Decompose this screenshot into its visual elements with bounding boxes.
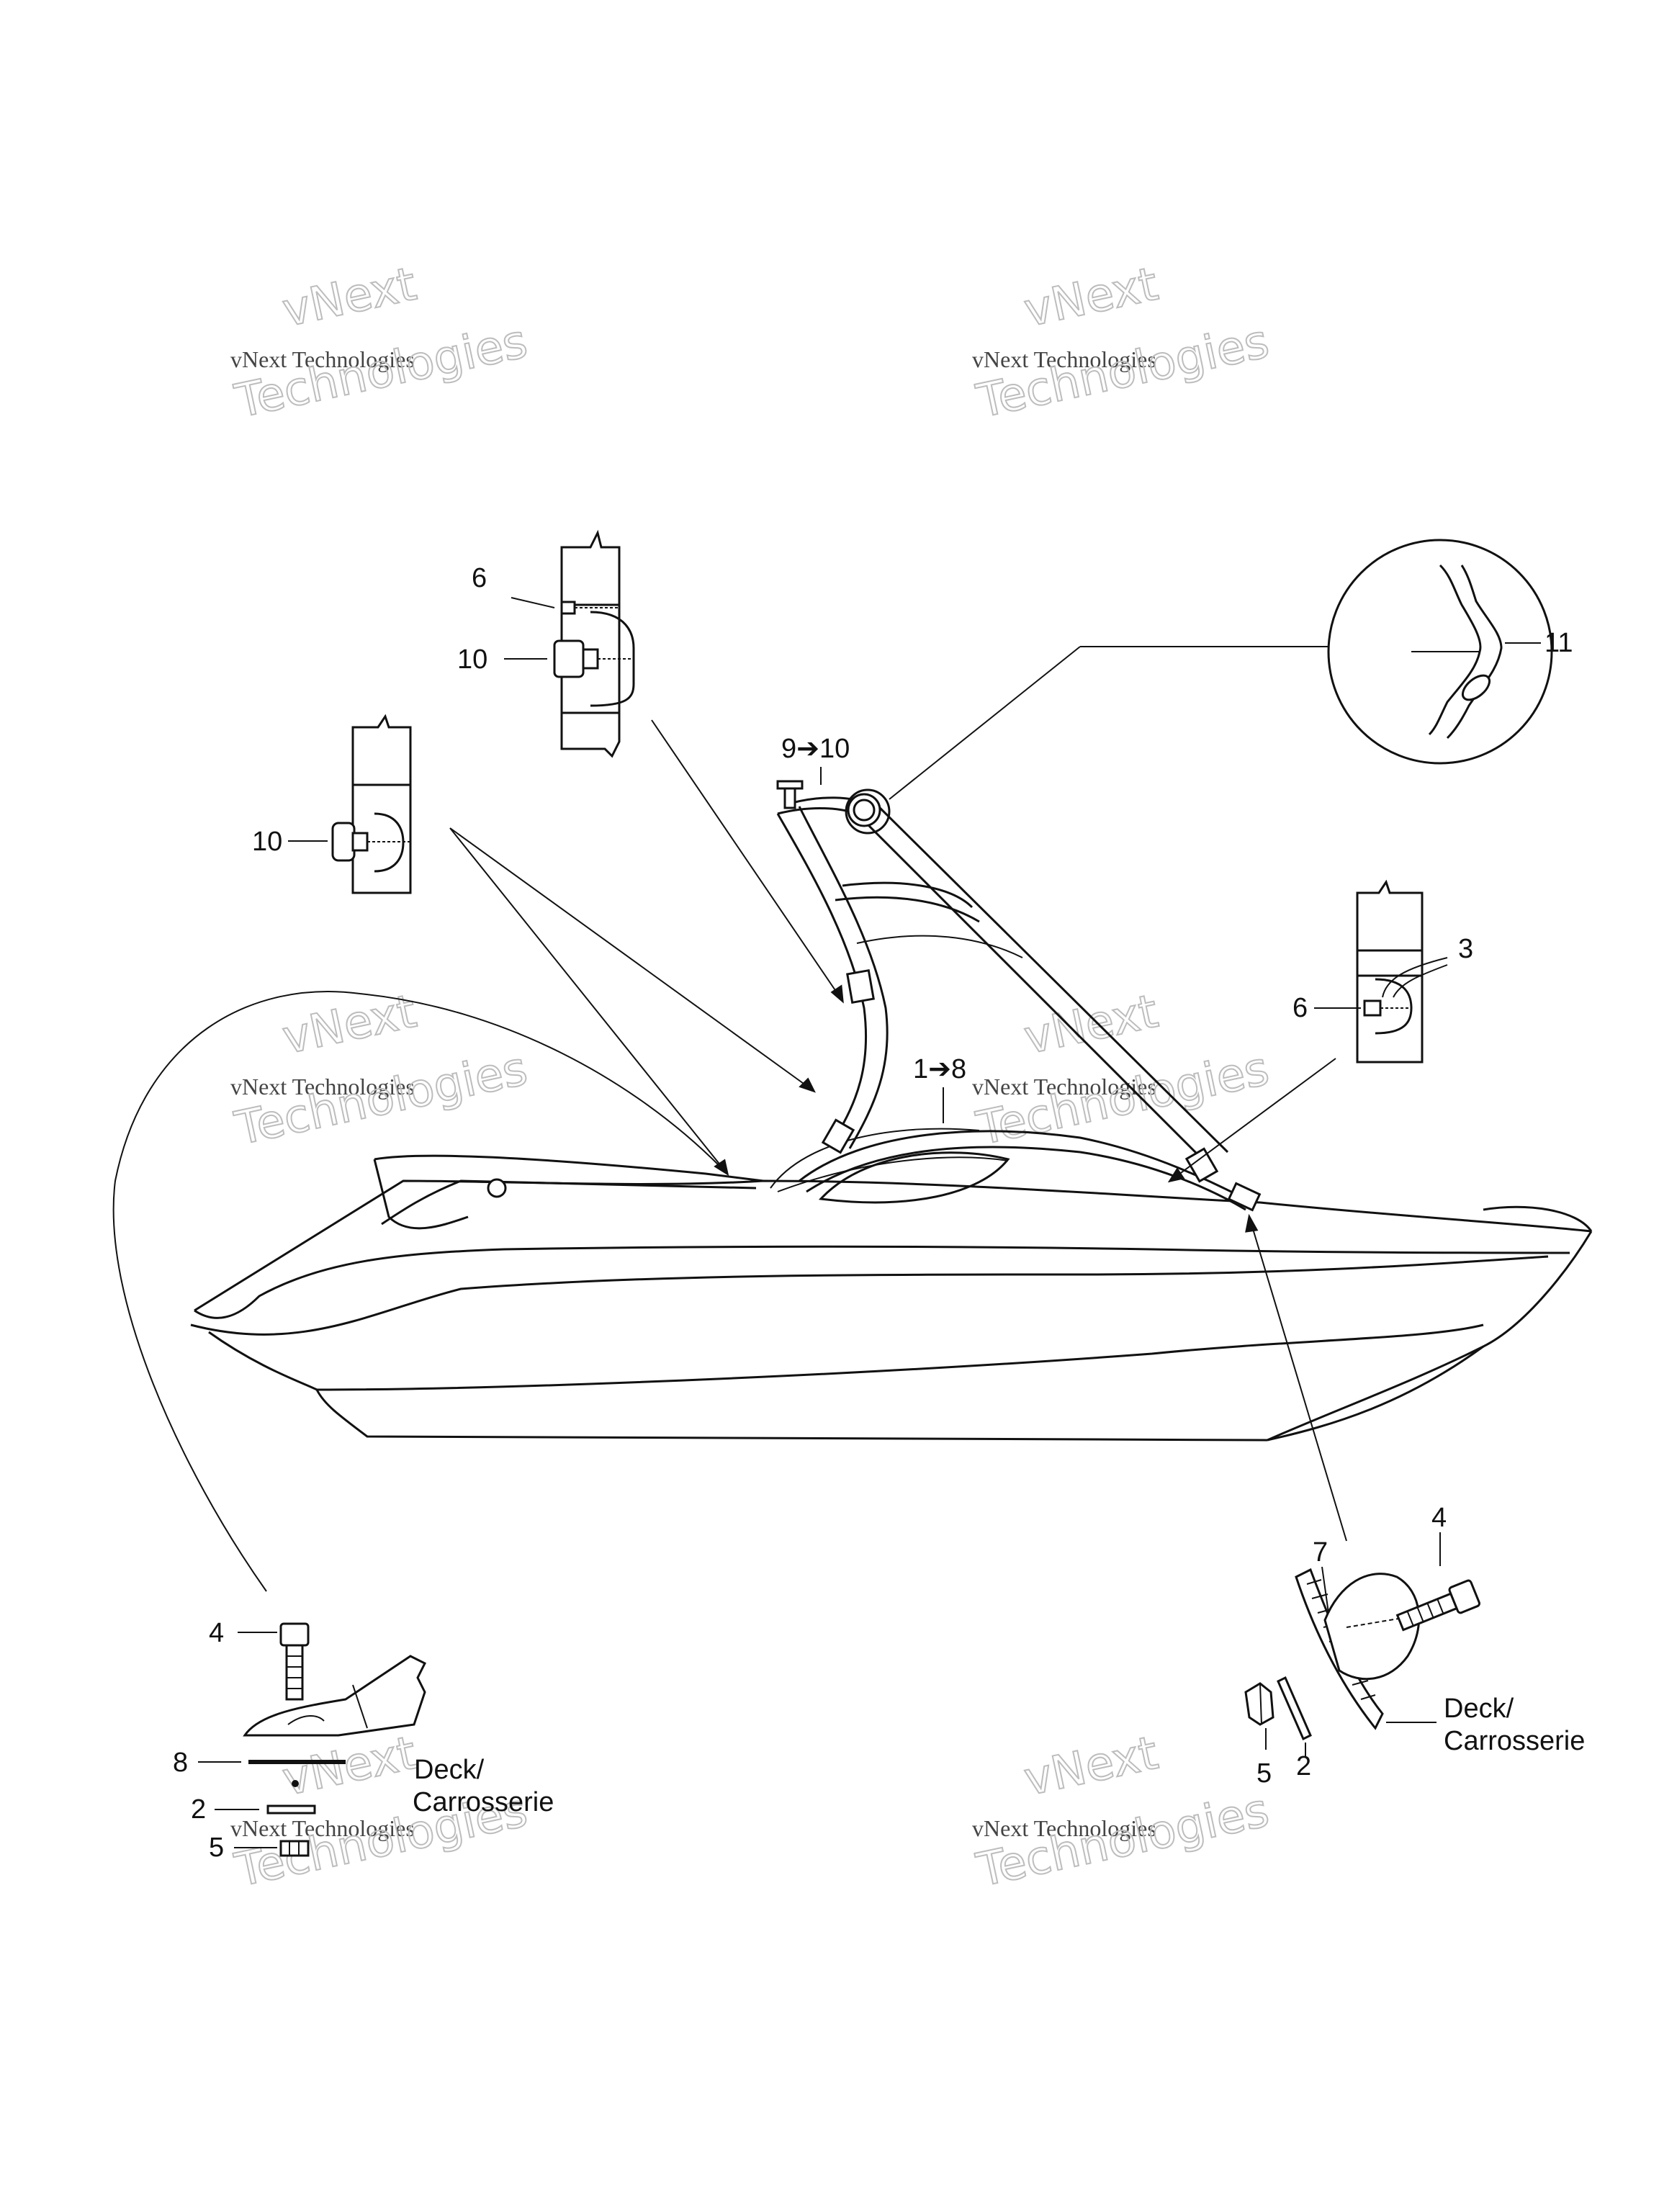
boat-hull <box>190 1128 1593 1442</box>
right-mount-detail <box>1356 879 1448 1064</box>
arrow-left-detail-2 <box>449 827 814 1092</box>
svg-text:vNext: vNext <box>1020 258 1162 338</box>
left-mount-detail <box>331 714 412 894</box>
connector-to-circle-detail <box>889 646 1081 800</box>
arrow-right-detail <box>1169 1058 1336 1182</box>
top-mount-detail <box>553 529 635 758</box>
callout-9-10: 9➔10 <box>781 734 850 764</box>
callout-top-6: 6 <box>472 563 487 593</box>
svg-text:vNext Technologies: vNext Technologies <box>972 346 1156 372</box>
callout-br-4: 4 <box>1431 1503 1447 1533</box>
bottom-right-fastener-detail <box>1244 1568 1480 1741</box>
watermark-mid-left: vNext vNext Technologies Technologies <box>230 984 533 1157</box>
callout-bl-carrosserie: Carrosserie <box>413 1787 554 1817</box>
svg-text:Technologies: Technologies <box>972 1042 1274 1156</box>
svg-text:Technologies: Technologies <box>230 1042 532 1156</box>
svg-text:vNext Technologies: vNext Technologies <box>230 346 415 372</box>
callout-bl-2: 2 <box>191 1794 206 1825</box>
svg-text:vNext: vNext <box>278 1727 421 1807</box>
arrow-left-detail-1 <box>449 827 728 1174</box>
callout-bl-5: 5 <box>209 1833 224 1863</box>
svg-text:vNext: vNext <box>278 258 421 338</box>
callout-1-8: 1➔8 <box>913 1054 966 1084</box>
svg-text:vNext Technologies: vNext Technologies <box>972 1074 1156 1100</box>
callout-leader-br-7 <box>1321 1566 1329 1614</box>
callout-br-7: 7 <box>1313 1537 1328 1568</box>
svg-text:Technologies: Technologies <box>230 315 532 428</box>
svg-text:Technologies: Technologies <box>972 1784 1274 1897</box>
callout-leader-top-6 <box>511 597 555 608</box>
svg-text:vNext Technologies: vNext Technologies <box>230 1074 415 1100</box>
watermark-bottom-right: vNext vNext Technologies Technologies <box>971 1726 1274 1899</box>
tube-bend-detail <box>1327 539 1553 765</box>
wake-tower <box>776 780 1262 1212</box>
callout-bl-8: 8 <box>173 1748 188 1778</box>
callout-br-carrosserie: Carrosserie <box>1444 1726 1585 1756</box>
svg-text:vNext: vNext <box>1020 1727 1162 1807</box>
callout-bl-4: 4 <box>209 1618 224 1648</box>
svg-text:vNext: vNext <box>278 985 421 1065</box>
callout-right-6: 6 <box>1292 993 1308 1023</box>
watermark-top-left: vNext vNext Technologies Technologies <box>230 257 533 430</box>
callout-br-2: 2 <box>1296 1751 1311 1781</box>
svg-text:vNext Technologies: vNext Technologies <box>972 1815 1156 1841</box>
arrow-bottom-right-detail <box>1249 1216 1347 1542</box>
callout-left-10: 10 <box>252 827 282 857</box>
callout-right-3: 3 <box>1458 934 1473 964</box>
leader-arc-bottom-left <box>112 991 721 1592</box>
tower-joint-marker <box>845 788 891 835</box>
callout-top-10: 10 <box>457 644 487 675</box>
bottom-left-fastener-detail <box>243 1622 427 1857</box>
svg-text:Technologies: Technologies <box>972 315 1274 428</box>
callout-11: 11 <box>1545 628 1573 658</box>
watermark-mid-right: vNext vNext Technologies Technologies <box>971 984 1274 1157</box>
callout-br-deck: Deck/ <box>1444 1694 1514 1724</box>
svg-text:vNext Technologies: vNext Technologies <box>230 1815 415 1841</box>
callout-bl-deck: Deck/ <box>414 1755 485 1785</box>
callout-br-5: 5 <box>1256 1758 1272 1789</box>
watermark-top-right: vNext vNext Technologies Technologies <box>971 257 1274 430</box>
arrow-top-detail <box>651 719 843 1002</box>
